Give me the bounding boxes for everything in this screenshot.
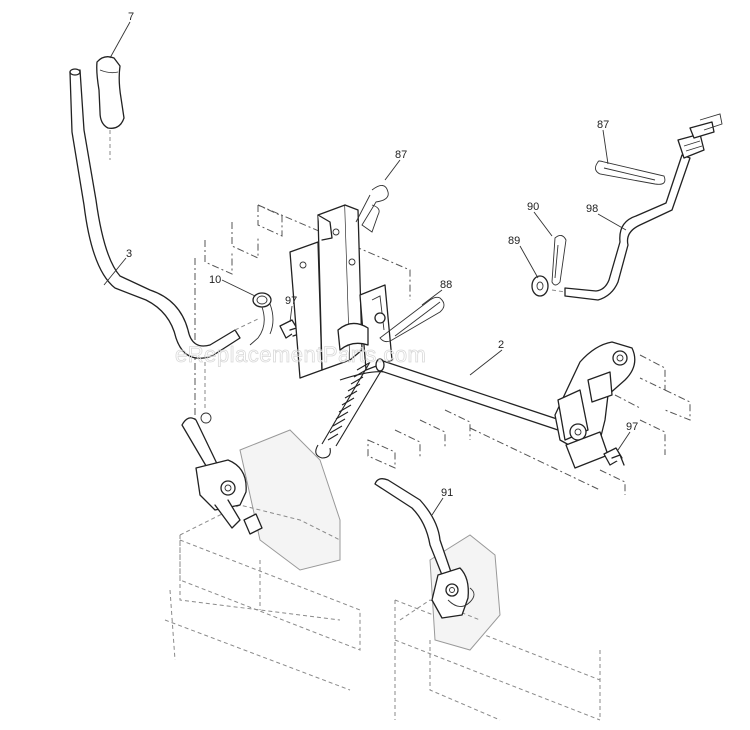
part-91-right-lift-link[interactable]: [374, 478, 475, 619]
callout-91: 91: [441, 487, 453, 499]
part-87-hairpin-upper[interactable]: [355, 185, 389, 233]
part-2-lift-shaft[interactable]: [375, 358, 561, 431]
tension-spring[interactable]: [315, 361, 386, 459]
part-97-bolt-right[interactable]: [603, 447, 625, 466]
leader-lines: [103, 21, 631, 516]
callout-3: 3: [126, 248, 132, 260]
callout-10: 10: [209, 274, 221, 286]
callout-97-left: 97: [285, 295, 297, 307]
part-90-cotter-pin[interactable]: [551, 235, 567, 286]
callout-87-upper: 87: [395, 149, 407, 161]
part-3-lift-lever[interactable]: [69, 68, 261, 410]
part-10-spring-clip[interactable]: [249, 292, 274, 346]
part-7-handle-grip[interactable]: [96, 56, 125, 160]
part-87-hairpin-right[interactable]: [595, 160, 666, 185]
mounting-bracket[interactable]: [289, 204, 393, 379]
right-deck-bracket: [399, 534, 501, 721]
callout-89: 89: [508, 235, 520, 247]
right-lift-arm[interactable]: [554, 341, 636, 469]
left-lift-link[interactable]: [181, 412, 263, 535]
callout-90: 90: [527, 201, 539, 213]
callout-98: 98: [586, 203, 598, 215]
part-98-adjust-rod[interactable]: [551, 113, 723, 301]
callout-88: 88: [440, 279, 452, 291]
callout-7: 7: [128, 11, 134, 23]
callout-87-right: 87: [597, 119, 609, 131]
callouts: 7 3 10 97 87 88 2 87 90 98 89 97 91: [126, 11, 638, 499]
part-88-link[interactable]: [379, 296, 445, 343]
watermark: eReplacementParts.com: [175, 342, 426, 367]
frame-outline: [164, 204, 691, 721]
left-deck-bracket: [179, 429, 341, 621]
callout-97-right: 97: [626, 421, 638, 433]
part-89-washer[interactable]: [531, 275, 549, 297]
callout-2: 2: [498, 339, 504, 351]
